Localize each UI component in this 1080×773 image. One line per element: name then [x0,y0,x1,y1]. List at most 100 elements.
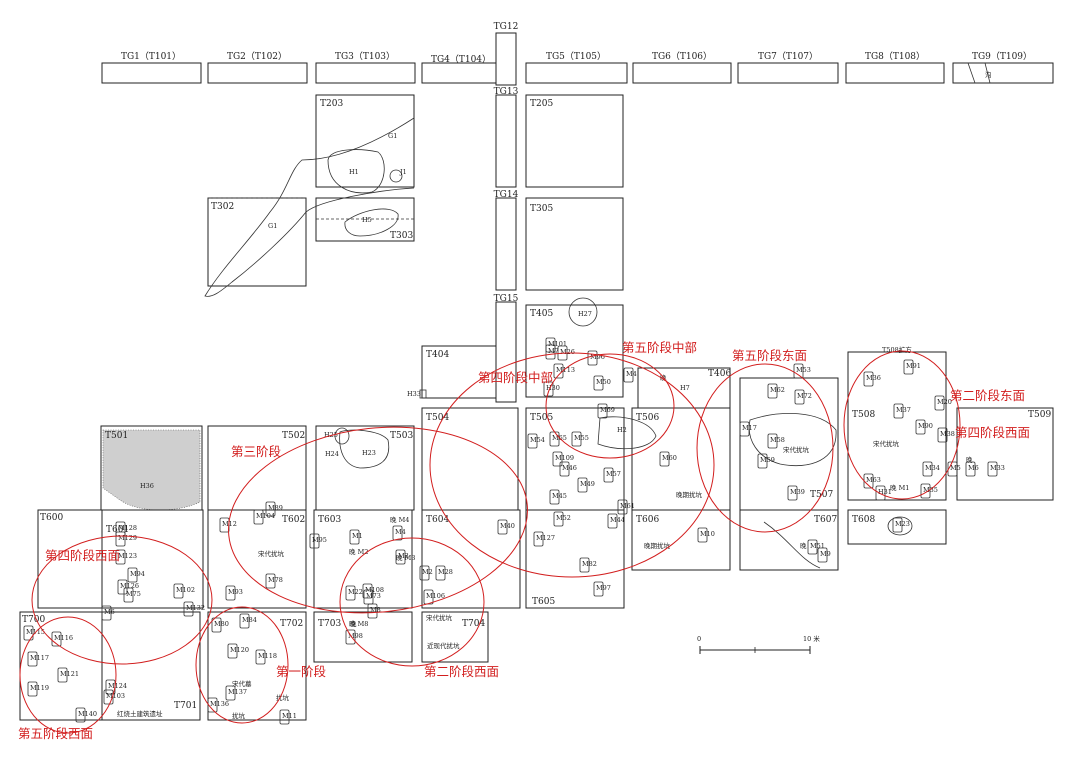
phase-rings [19,350,961,734]
anno-late-pit-1: 晚期扰坑 [644,541,671,550]
burial-label: M9 [820,550,831,558]
burial-label: M34 [925,464,940,472]
trench-tg6 [632,62,732,84]
label-t704: T704 [462,619,485,629]
burial-label: M93 [228,588,243,596]
burial-label: M60 [662,454,677,462]
label-h27: H27 [578,310,592,318]
burial-outline [807,539,818,555]
burial-label: M51 [810,542,825,550]
burial-outline [211,617,222,633]
burial-label: M101 [548,340,567,348]
burial-outline [607,513,618,529]
label-h36: H36 [140,482,154,490]
annotations: 宋代扰坑 晚期扰坑 近现代扰坑 宋代扰坑 宋代扰坑 红烧土建筑遗址 扰坑 晚期扰… [117,373,973,720]
label-t502: T502 [282,431,305,441]
label-h23: H23 [362,449,376,457]
trench-tg13 [495,94,517,188]
unit-t703 [313,611,413,663]
burial-label: M11 [282,712,297,720]
label-h24: H24 [325,450,339,458]
burial-label: M94 [130,570,145,578]
burial-outline [75,707,86,723]
burial-outline [395,549,406,565]
burial-outline [543,381,554,397]
label-t504: T504 [426,413,449,423]
scale-zero: 0 [697,635,701,643]
unit-t601 [101,509,204,609]
label-t302: T302 [211,202,234,212]
burial-label: M84 [242,616,257,624]
burial-label: M49 [580,480,595,488]
burial-label: M58 [770,436,785,444]
burial-label: H30 [546,384,560,392]
burial-outline [893,403,904,419]
burial-label: M1 [352,532,363,540]
burial-label: M38 [940,430,955,438]
phase-label-4-west: 第四阶段西面 [45,548,120,563]
burial-label: M103 [106,692,125,700]
burial-outline [571,431,582,447]
burial-outline [115,531,126,547]
unit-t302 [207,197,307,287]
burial-label: M53 [796,366,811,374]
phase-label-5-west: 第五阶段西面 [18,726,93,741]
ditch-label: 沟 [985,70,992,79]
ring-phase2-east [843,350,961,500]
burial-label: M89 [268,504,283,512]
tg13-label: TG13 [494,87,519,97]
label-t608: T608 [852,515,875,525]
burial-outline [27,681,38,697]
ring-phase1 [195,606,289,724]
burial-outline [920,483,931,499]
burial-outline [903,359,914,375]
unit-t608 [847,509,947,545]
burial-outline [23,625,34,641]
burial-label: M116 [54,634,73,642]
label-t205: T205 [530,99,553,109]
anno-late-m2: 晚 M2 [349,547,368,556]
anno-late-pit-2: 晚期扰坑 [676,490,703,499]
trench-tg8 [845,62,945,84]
label-h1: H1 [349,168,359,176]
feature-song-pit [748,413,837,467]
burial-outline [101,605,112,621]
label-t606: T606 [636,515,659,525]
burial-outline [787,485,798,501]
burial-label: M140 [78,710,97,718]
burial-outline [367,603,378,619]
anno-late-2: 晚 [800,541,807,550]
burial-label: M75 [126,590,141,598]
burial-outline [793,363,804,379]
burial-label: M37 [896,406,911,414]
scale-max: 10 米 [803,634,820,643]
burial-label: M123 [118,552,137,560]
phase-label-4-central: 第四阶段中部 [478,370,553,385]
feature-h33 [419,389,427,399]
ring-phase5-east [696,363,834,533]
label-h33: H33 [407,390,421,398]
burial-outline [419,565,430,581]
burial-label: M91 [906,362,921,370]
tg2-label: TG2（T102） [227,51,287,62]
ring-phase3 [228,426,528,614]
label-h7: H7 [680,384,690,392]
anno-song-pit-3: 宋代扰坑 [258,549,285,558]
burial-label: M10 [700,530,715,538]
label-t702: T702 [280,619,303,629]
unit-t305 [525,197,624,291]
ditch-lines [967,62,991,84]
burial-outline [659,451,670,467]
anno-song-pit-1: 宋代扰坑 [783,445,810,454]
burial-label: M120 [230,646,249,654]
unit-t504 [421,407,519,511]
burial-label: M3 [398,552,409,560]
burial-outline [937,427,948,443]
burial-outline [875,485,886,501]
tg9-label: TG9（T109） [972,51,1032,62]
tg5-label: TG5（T105） [546,51,606,62]
upper-units: T203 T205 T302 T303 T305 T405 T404 G1 H1… [204,94,624,399]
anno-late-m3: 晚 M3 [396,553,415,562]
